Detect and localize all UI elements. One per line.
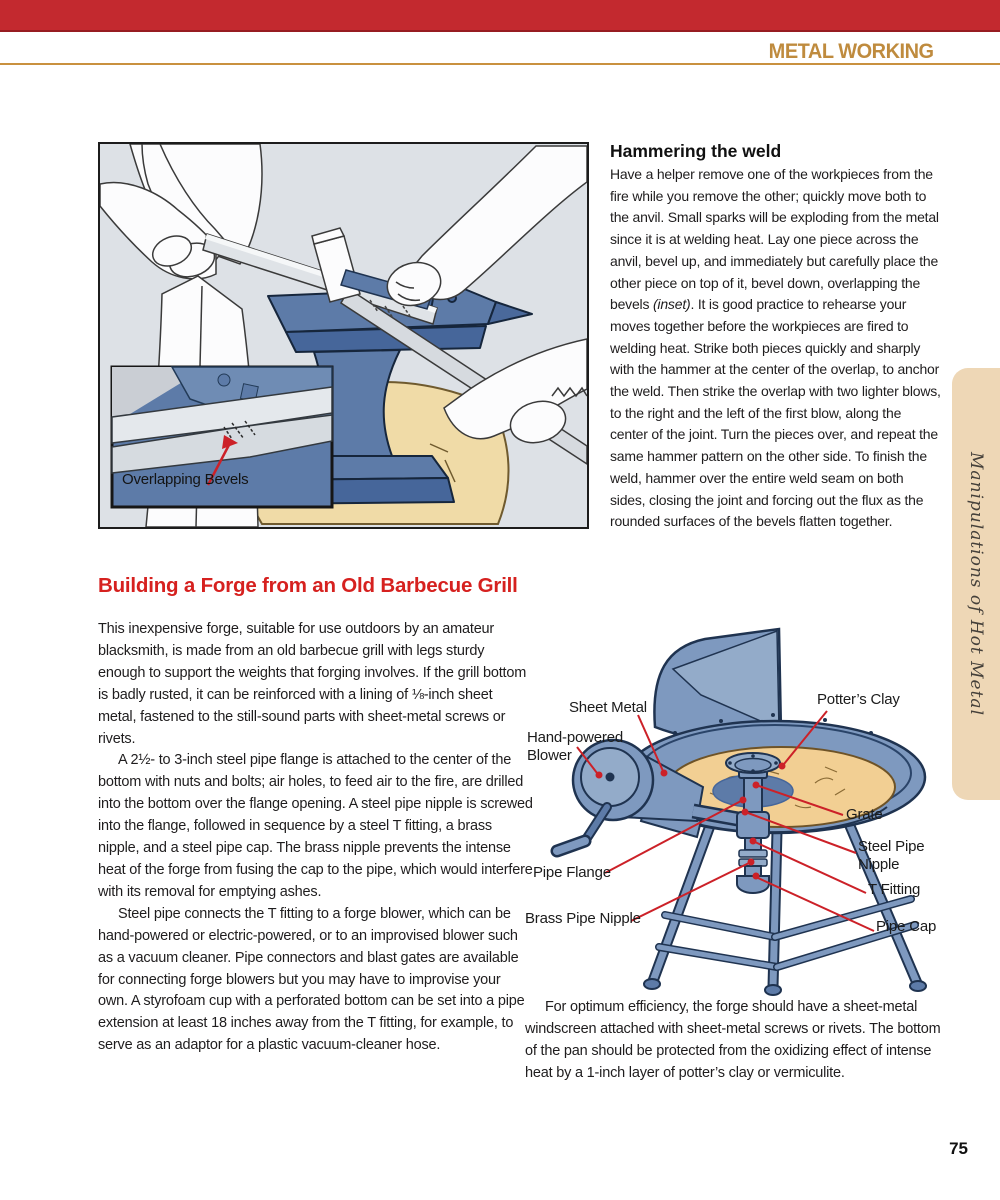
label-hand-powered-blower: Hand-powered Blower: [527, 729, 623, 764]
forge-diagram: Sheet Metal Hand-powered Blower Potter’s…: [525, 615, 960, 1000]
label-potters-clay: Potter’s Clay: [817, 691, 900, 708]
label-sheet-metal: Sheet Metal: [569, 699, 647, 716]
label-brass-pipe-nipple: Brass Pipe Nipple: [525, 910, 641, 927]
inset-bar-lower: [111, 414, 333, 474]
stand-legs: [643, 813, 927, 996]
hammering-paragraph: Have a helper remove one of the workpiec…: [610, 164, 942, 533]
label-grate: Grate: [846, 806, 883, 823]
body-text: . It is good practice to rehearse your m…: [610, 296, 941, 530]
label-pipe-cap: Pipe Cap: [876, 918, 937, 935]
chapter-tab-label: Manipulations of Hot Metal: [966, 451, 986, 716]
grill-pan: [623, 713, 927, 835]
inset-arrowhead: [222, 435, 238, 449]
label-t-fitting: T Fitting: [868, 881, 921, 898]
pipe-cap: [736, 875, 770, 894]
pritchel-hole: [217, 373, 231, 387]
hammering-artwork: [100, 144, 587, 527]
inset-bevel-marks: [223, 420, 256, 440]
section-heading-forge: Building a Forge from an Old Barbecue Gr…: [98, 574, 518, 597]
page-number: 75: [949, 1139, 968, 1158]
label-pipe-flange: Pipe Flange: [533, 864, 611, 881]
top-red-band: [0, 0, 1000, 32]
cuff-stitch: [551, 386, 587, 398]
pipe-assembly: [691, 752, 781, 894]
brass-nipple-ring: [738, 849, 768, 858]
forge-artwork: [550, 627, 927, 996]
inset-reference: (inset): [652, 296, 691, 313]
body-text: Have a helper remove one of the workpiec…: [610, 166, 939, 313]
section-heading-hammering: Hammering the weld: [610, 141, 782, 161]
inset-arrow-line: [206, 442, 232, 486]
helper-glove: [509, 400, 567, 444]
leader-lines: [576, 710, 875, 932]
chapter-tab: Manipulations of Hot Metal: [952, 368, 1000, 800]
hand-blower: [550, 738, 705, 858]
hammer-arm-figure: [311, 145, 587, 310]
overlap-inset: [110, 365, 334, 509]
helper-arm-figure: [443, 338, 587, 444]
forge-paragraph-3: Steel pipe connects the T fitting to a f…: [98, 905, 525, 1054]
header-rule: [0, 63, 1000, 65]
label-steel-pipe-nipple: Steel Pipe Nipple: [858, 838, 925, 873]
forge-text-column: This inexpensive forge, suitable for use…: [98, 619, 534, 1057]
running-head: METAL WORKING: [769, 40, 934, 63]
forge-paragraph-1: This inexpensive forge, suitable for use…: [98, 621, 527, 747]
forge-paragraph-2: A 2½- to 3-inch steel pipe flange is att…: [98, 752, 533, 900]
inset-caption: Overlapping Bevels: [122, 471, 249, 488]
hammer-hand-glove: [386, 261, 442, 307]
hammering-illustration: Overlapping Bevels: [98, 142, 589, 529]
inset-bar-upper: [111, 386, 333, 444]
leader-dots: [595, 762, 786, 880]
steel-pipe-nipple: [743, 777, 763, 813]
forge-closing-paragraph: For optimum efficiency, the forge should…: [525, 999, 941, 1081]
